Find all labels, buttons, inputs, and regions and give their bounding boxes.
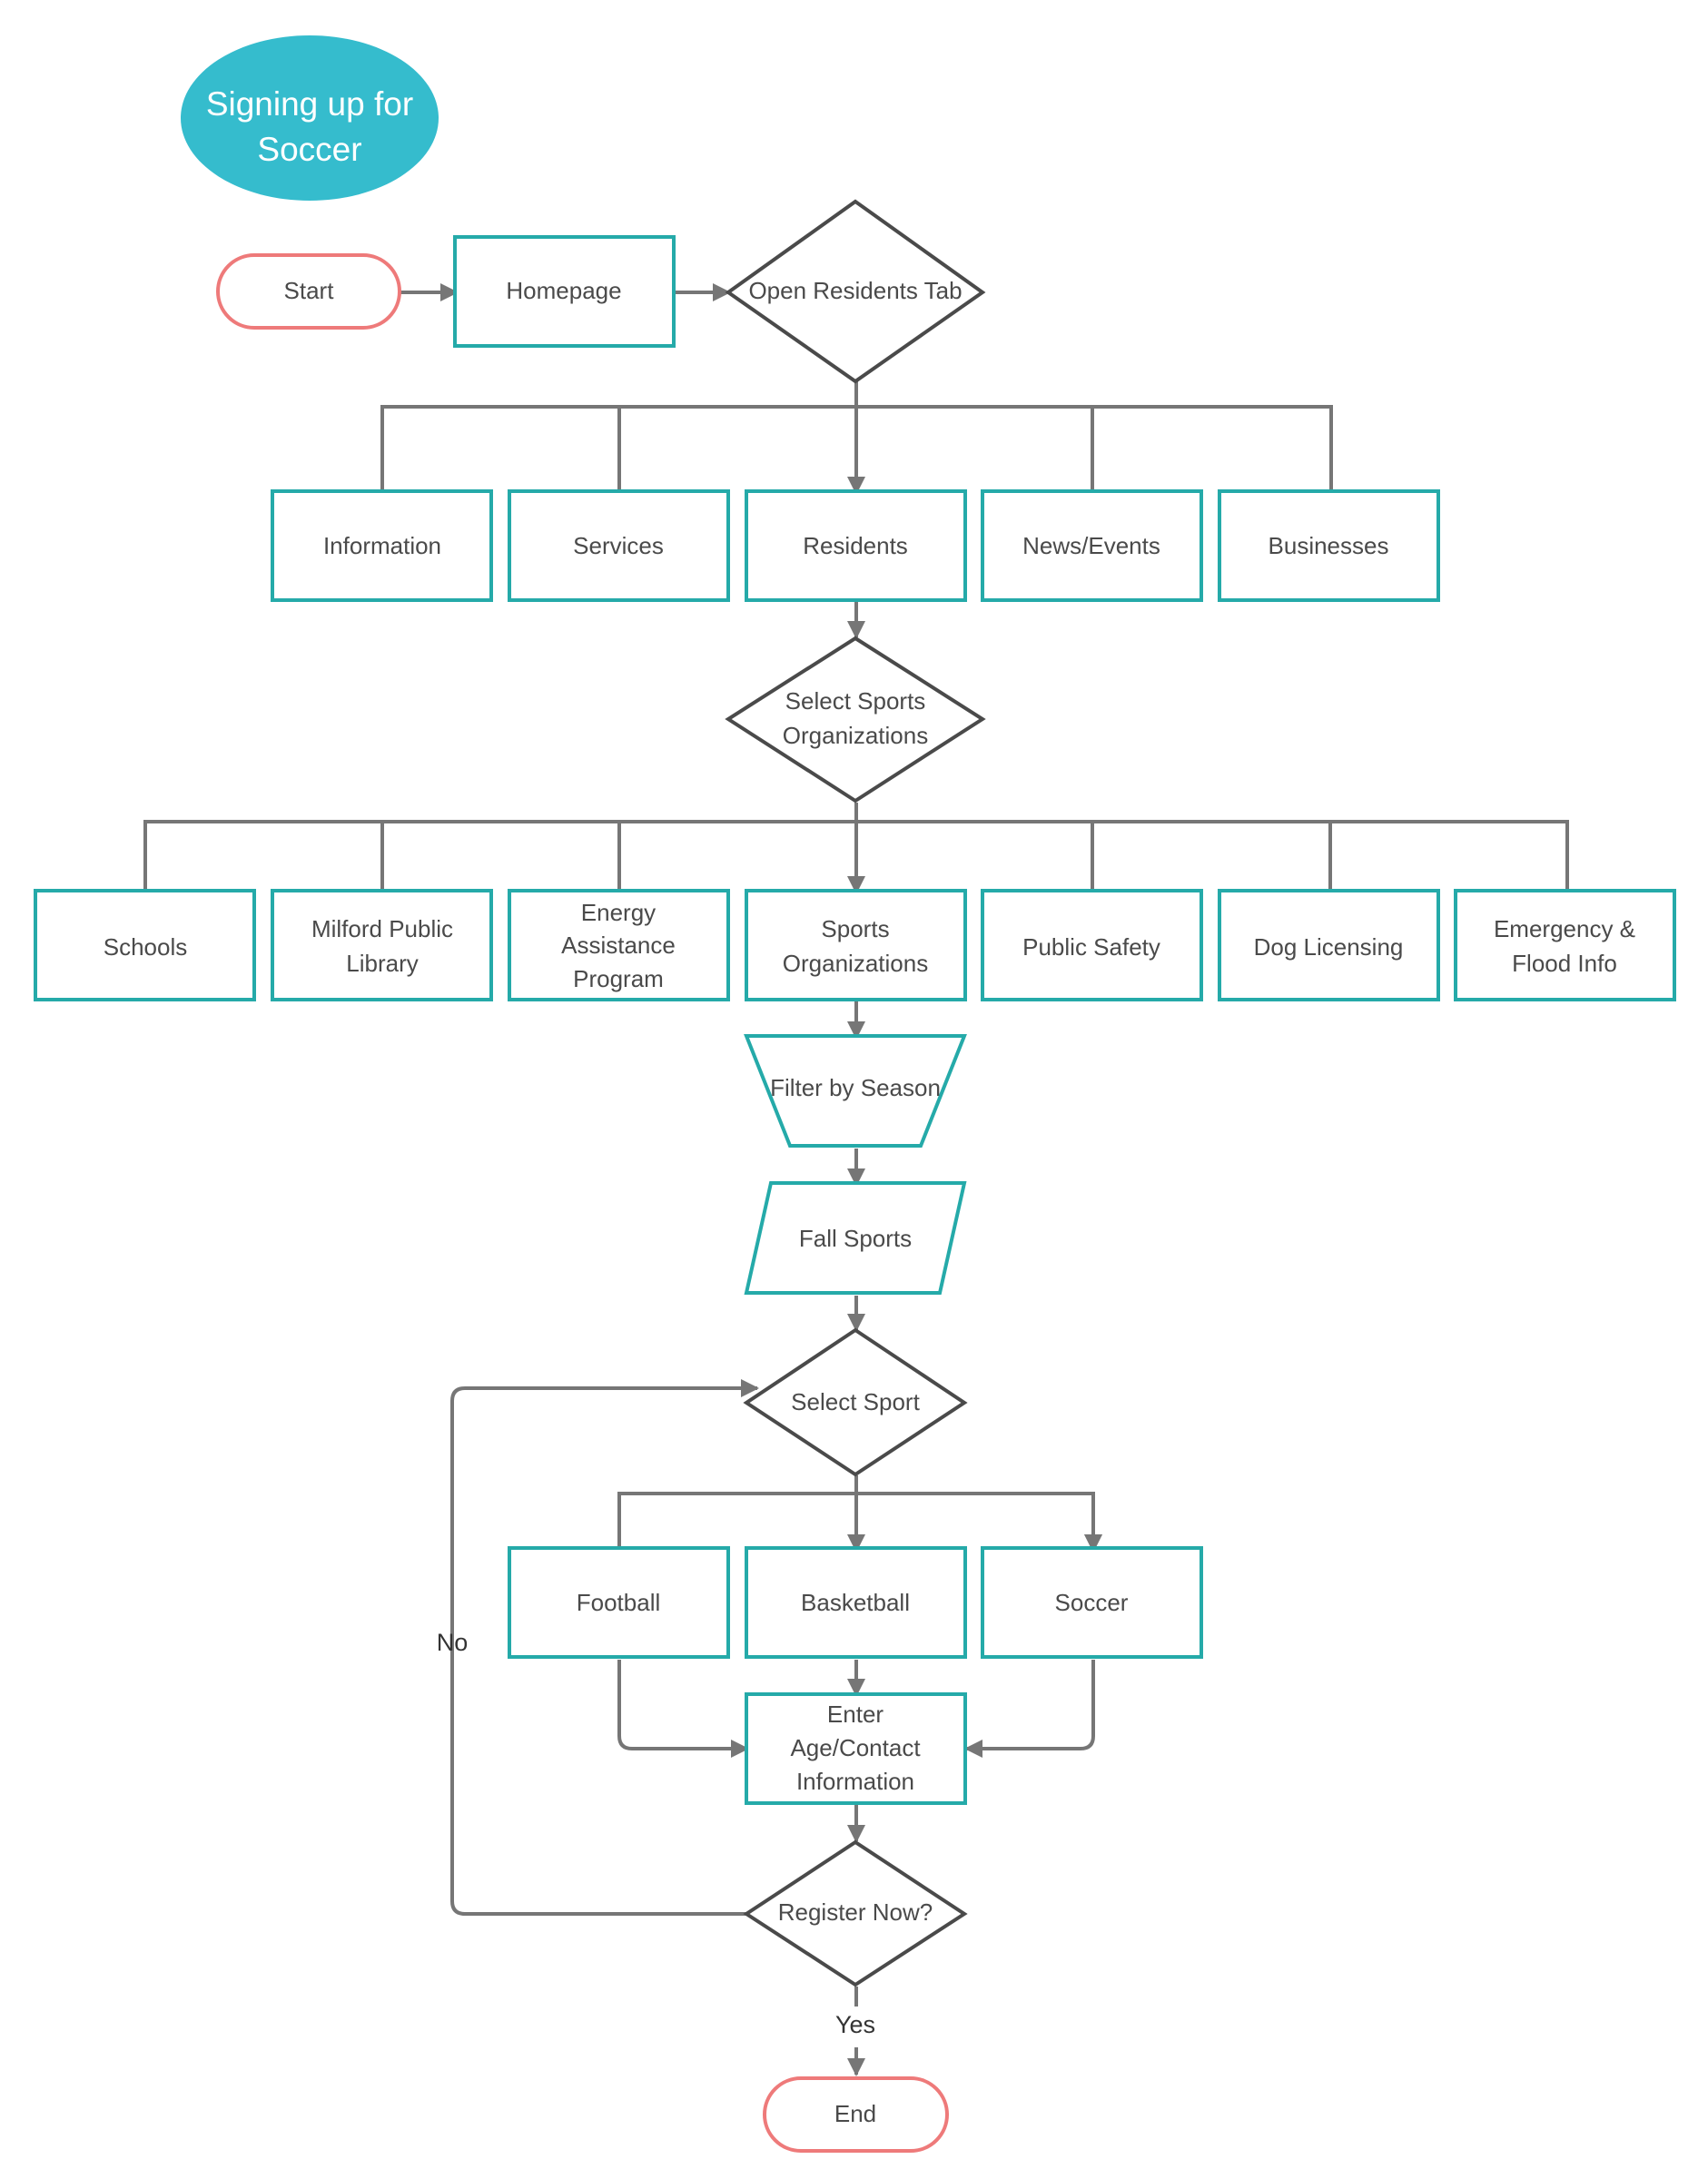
energy-shape xyxy=(508,889,730,1001)
start-label: Start xyxy=(284,277,335,304)
schools-node: Schools xyxy=(34,889,256,1001)
dog-licensing-label: Dog Licensing xyxy=(1254,933,1404,961)
dog-licensing-shape xyxy=(1218,889,1440,1001)
fall-sports-shape xyxy=(744,1181,967,1295)
services-node: Services xyxy=(508,489,730,602)
football-label: Football xyxy=(577,1589,661,1616)
open-residents-tab-label: Open Residents Tab xyxy=(748,277,962,304)
select-sport-shape xyxy=(743,1327,968,1477)
basketball-shape xyxy=(745,1546,967,1659)
open-residents-tab-decision: Open Residents Tab xyxy=(725,199,986,384)
end-label: End xyxy=(834,2100,876,2127)
sports-orgs-line-2: Organizations xyxy=(783,950,928,977)
end-terminal: End xyxy=(763,2076,949,2153)
public-safety-label: Public Safety xyxy=(1022,933,1160,961)
emergency-line-2: Flood Info xyxy=(1512,950,1617,977)
dog-licensing-node: Dog Licensing xyxy=(1218,889,1440,1001)
open-residents-tab-shape xyxy=(725,199,986,384)
schools-shape xyxy=(34,889,256,1001)
football-node: Football xyxy=(508,1546,730,1659)
businesses-label: Businesses xyxy=(1269,532,1389,559)
register-now-shape xyxy=(743,1839,968,1987)
enter-info-line-2: Age/Contact xyxy=(790,1734,921,1761)
sports-orgs-node: Sports Organizations xyxy=(745,889,967,1001)
library-line-1: Milford Public xyxy=(311,915,453,942)
news-events-shape xyxy=(981,489,1203,602)
energy-line-3: Program xyxy=(573,965,664,992)
homepage-shape xyxy=(453,235,676,348)
services-label: Services xyxy=(573,532,664,559)
filter-by-season-node: Filter by Season xyxy=(744,1034,967,1148)
information-shape xyxy=(271,489,493,602)
filter-by-season-label: Filter by Season xyxy=(770,1074,941,1101)
select-sport-decision: Select Sport xyxy=(743,1327,968,1477)
start-shape xyxy=(216,253,401,330)
emergency-line-1: Emergency & xyxy=(1494,915,1635,942)
businesses-shape xyxy=(1218,489,1440,602)
sports-orgs-line-1: Sports xyxy=(821,915,889,942)
register-now-decision: Register Now? xyxy=(743,1839,968,1987)
soccer-node: Soccer xyxy=(981,1546,1203,1659)
basketball-label: Basketball xyxy=(801,1589,910,1616)
soccer-label: Soccer xyxy=(1055,1589,1129,1616)
homepage-label: Homepage xyxy=(506,277,621,304)
energy-line-2: Assistance xyxy=(561,932,676,959)
enter-info-line-3: Information xyxy=(796,1768,914,1795)
yes-edge-label: Yes xyxy=(835,2011,875,2038)
basketball-node: Basketball xyxy=(745,1546,967,1659)
football-shape xyxy=(508,1546,730,1659)
no-edge-label: No xyxy=(437,1629,469,1656)
schools-label: Schools xyxy=(104,933,188,961)
select-sports-orgs-shape xyxy=(725,636,986,804)
information-label: Information xyxy=(323,532,441,559)
edge-register-no-loop xyxy=(450,1379,759,1916)
title-ellipse xyxy=(181,35,439,201)
start-terminal: Start xyxy=(216,253,401,330)
title-line-2: Soccer xyxy=(257,131,361,168)
end-shape xyxy=(763,2076,949,2153)
enter-info-line-1: Enter xyxy=(827,1701,884,1728)
library-shape xyxy=(271,889,493,1001)
public-safety-shape xyxy=(981,889,1203,1001)
enter-info-shape xyxy=(745,1692,967,1805)
title-line-1: Signing up for xyxy=(206,85,413,123)
select-sports-orgs-line-1: Select Sports xyxy=(785,687,926,715)
diagram-title: Signing up for Soccer xyxy=(181,35,439,201)
energy-line-1: Energy xyxy=(581,899,656,926)
library-line-2: Library xyxy=(346,950,418,977)
library-node: Milford Public Library xyxy=(271,889,493,1001)
public-safety-node: Public Safety xyxy=(981,889,1203,1001)
connectors xyxy=(143,283,1569,2076)
select-sports-orgs-decision: Select Sports Organizations xyxy=(725,636,986,804)
edge-soccer-enter-info xyxy=(964,1660,1095,1758)
emergency-shape xyxy=(1454,889,1676,1001)
energy-node: Energy Assistance Program xyxy=(508,889,730,1001)
residents-label: Residents xyxy=(803,532,908,559)
businesses-node: Businesses xyxy=(1218,489,1440,602)
residents-shape xyxy=(745,489,967,602)
homepage-node: Homepage xyxy=(453,235,676,348)
fall-sports-node: Fall Sports xyxy=(744,1181,967,1295)
enter-info-node: Enter Age/Contact Information xyxy=(745,1692,967,1805)
select-sports-orgs-line-2: Organizations xyxy=(783,722,928,749)
edge-football-enter-info xyxy=(617,1660,749,1758)
filter-by-season-shape xyxy=(744,1034,967,1148)
register-now-label: Register Now? xyxy=(778,1898,933,1926)
information-node: Information xyxy=(271,489,493,602)
select-sport-label: Select Sport xyxy=(791,1388,920,1415)
residents-node: Residents xyxy=(745,489,967,602)
news-events-node: News/Events xyxy=(981,489,1203,602)
fall-sports-label: Fall Sports xyxy=(799,1225,912,1252)
emergency-node: Emergency & Flood Info xyxy=(1454,889,1676,1001)
sports-orgs-shape xyxy=(745,889,967,1001)
services-shape xyxy=(508,489,730,602)
news-events-label: News/Events xyxy=(1022,532,1160,559)
soccer-shape xyxy=(981,1546,1203,1659)
